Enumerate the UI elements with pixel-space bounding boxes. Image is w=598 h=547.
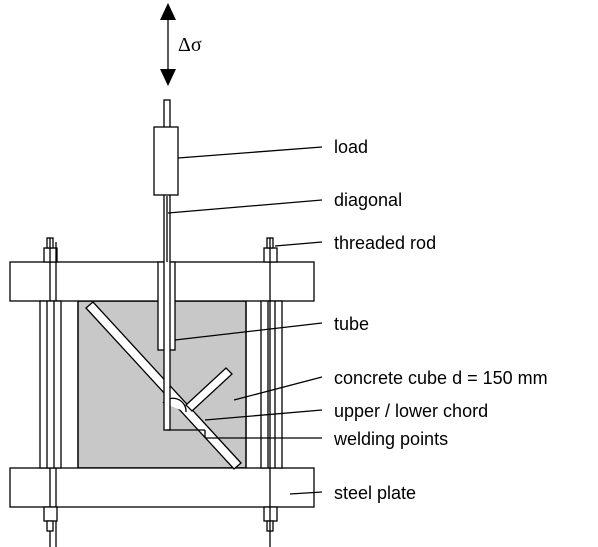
label-steel-plate: steel plate (334, 483, 416, 503)
label-threaded-rod: threaded rod (334, 233, 436, 253)
bottom-steel-plate (9, 467, 315, 508)
label-chord: upper / lower chord (334, 401, 488, 421)
load-cell (153, 126, 179, 196)
label-tube: tube (334, 314, 369, 334)
left-threaded-rod (39, 237, 62, 547)
load-direction-arrow (160, 3, 176, 86)
label-load: load (334, 137, 368, 157)
label-welding-points: welding points (333, 429, 448, 449)
label-concrete-cube: concrete cube d = 150 mm (334, 368, 548, 388)
stress-range-symbol: Δσ (178, 34, 202, 56)
leader-lines (167, 146, 323, 495)
label-diagonal: diagonal (334, 190, 402, 210)
right-threaded-rod (260, 237, 283, 547)
